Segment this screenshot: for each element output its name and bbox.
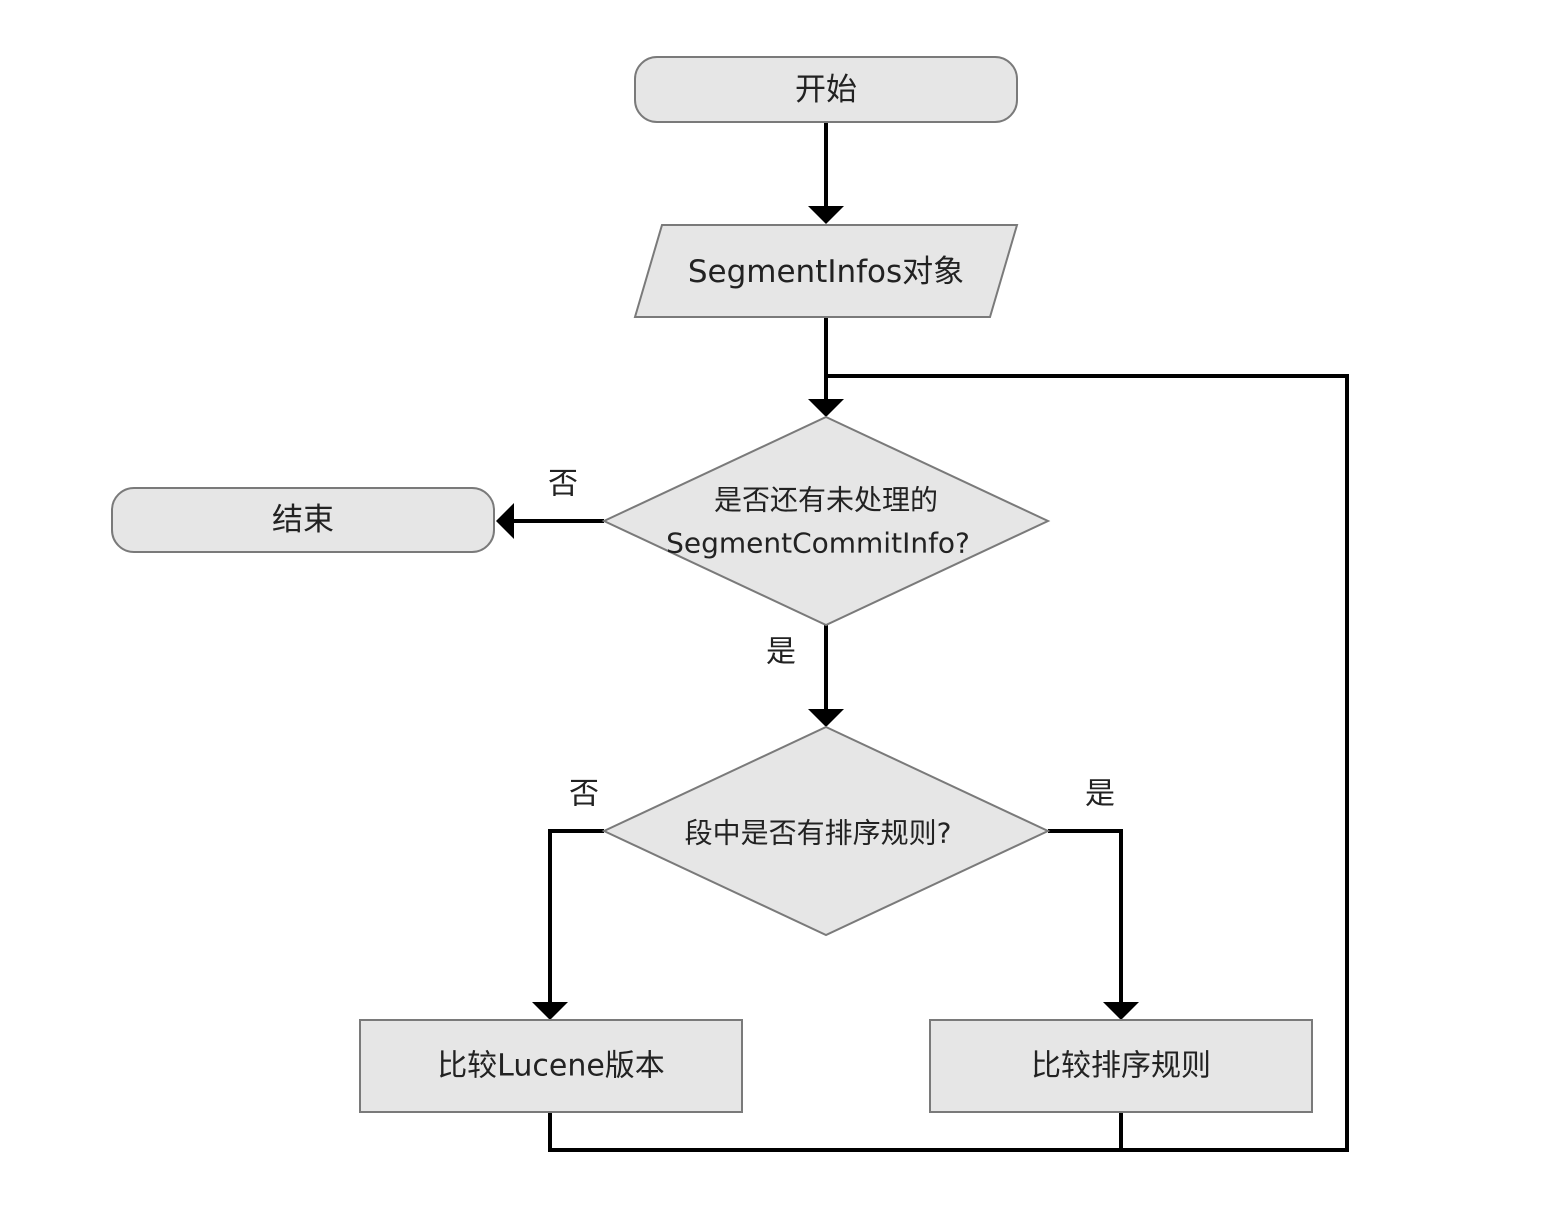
node-input-label: SegmentInfos对象: [688, 254, 964, 290]
node-start-label: 开始: [795, 72, 857, 108]
arrowheads: [496, 206, 1139, 1020]
edge-label-sort-yes: 是: [1085, 777, 1115, 812]
node-decision-sort: 段中是否有排序规则?: [601, 725, 1051, 937]
edges: [512, 122, 1349, 1152]
edge-label-remaining-yes: 是: [766, 635, 796, 670]
node-decision-remaining: 是否还有未处理的 SegmentCommitInfo?: [601, 415, 1051, 627]
node-compare-version: 比较Lucene版本: [359, 1019, 743, 1113]
node-compare-sort: 比较排序规则: [929, 1019, 1313, 1113]
arrowhead-decision: [808, 399, 844, 417]
arrowhead-compare-sort: [1103, 1002, 1139, 1020]
edge-label-sort-no: 否: [569, 777, 599, 812]
arrowhead-end: [496, 503, 514, 539]
node-decision-sort-label: 段中是否有排序规则?: [685, 817, 952, 850]
edge-loop-return: [548, 374, 1349, 1152]
node-compare-version-label: 比较Lucene版本: [437, 1049, 665, 1084]
node-decision-remaining-line1: 是否还有未处理的: [714, 484, 938, 517]
edge-sort-no: [548, 829, 604, 1004]
node-end-label: 结束: [272, 502, 334, 538]
node-compare-sort-label: 比较排序规则: [1031, 1049, 1211, 1084]
edge-sort-yes: [1048, 829, 1123, 1004]
node-start: 开始: [634, 56, 1018, 123]
node-decision-remaining-line2: SegmentCommitInfo?: [666, 527, 970, 560]
node-input: SegmentInfos对象: [633, 224, 1019, 318]
arrowhead-sort-decision: [808, 709, 844, 727]
node-end: 结束: [111, 487, 495, 553]
edge-label-remaining-no: 否: [548, 467, 578, 502]
arrowhead-compare-version: [532, 1002, 568, 1020]
arrowhead-input: [808, 206, 844, 224]
